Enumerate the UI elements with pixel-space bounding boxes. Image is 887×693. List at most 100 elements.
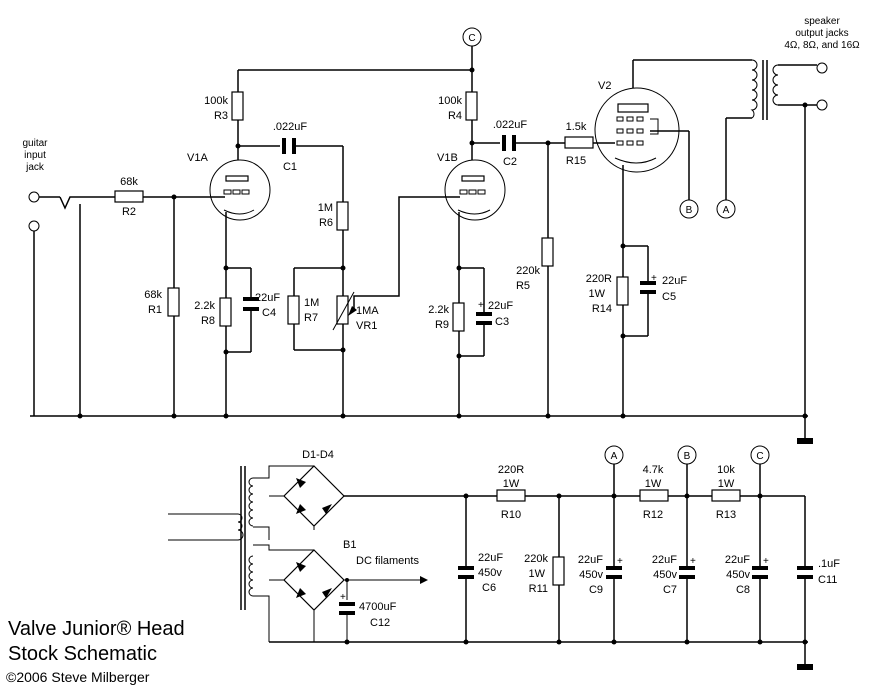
resistor-r9 — [452, 302, 465, 332]
svg-text:C3: C3 — [495, 316, 509, 328]
svg-text:1W: 1W — [589, 288, 606, 300]
svg-text:V2: V2 — [598, 80, 611, 92]
svg-text:1MA: 1MA — [356, 305, 379, 317]
svg-text:C5: C5 — [662, 291, 676, 303]
svg-text:R9: R9 — [435, 319, 449, 331]
schematic-subtitle: Stock Schematic — [8, 643, 157, 665]
svg-text:A: A — [723, 205, 730, 216]
svg-text:220R: 220R — [586, 273, 612, 285]
svg-text:R5: R5 — [516, 280, 530, 292]
svg-text:R4: R4 — [448, 110, 462, 122]
svg-text:+: + — [478, 300, 484, 311]
svg-text:A: A — [611, 451, 618, 462]
svg-text:jack: jack — [25, 162, 45, 173]
svg-text:C11: C11 — [818, 574, 837, 586]
svg-text:220R: 220R — [498, 464, 524, 476]
resistor-r12 — [639, 489, 669, 502]
svg-text:+: + — [763, 556, 769, 567]
svg-text:22uF: 22uF — [725, 554, 750, 566]
svg-text:R13: R13 — [716, 509, 736, 521]
resistor-r13 — [711, 489, 741, 502]
svg-text:+: + — [651, 273, 657, 284]
capacitor-c5 — [640, 281, 656, 285]
capacitor-c2 — [502, 135, 506, 151]
svg-text:R3: R3 — [214, 110, 228, 122]
component-labels: speaker output jacks 4Ω, 8Ω, and 16Ω gui… — [22, 16, 860, 629]
svg-text:R14: R14 — [592, 303, 612, 315]
svg-text:22uF: 22uF — [578, 554, 603, 566]
svg-text:B1: B1 — [343, 539, 356, 551]
resistor-r1 — [167, 287, 180, 317]
speaker-label: speaker — [804, 16, 840, 27]
resistor-r3 — [231, 91, 244, 121]
svg-text:+: + — [690, 556, 696, 567]
svg-text:C1: C1 — [283, 161, 297, 173]
svg-text:+: + — [340, 592, 346, 603]
resistor-r6 — [336, 201, 349, 231]
svg-text:B: B — [686, 205, 693, 216]
svg-text:22uF: 22uF — [652, 554, 677, 566]
svg-text:C6: C6 — [482, 582, 496, 594]
svg-text:1W: 1W — [718, 478, 735, 490]
capacitor-c7 — [679, 566, 695, 570]
schematic-title: Valve Junior® Head — [8, 618, 185, 640]
resistor-r8 — [219, 297, 232, 327]
capacitor-c4 — [243, 297, 259, 301]
resistor-r5 — [541, 237, 554, 267]
svg-text:22uF: 22uF — [662, 275, 687, 287]
capacitor-c1 — [282, 138, 286, 154]
svg-text:DC filaments: DC filaments — [356, 555, 419, 567]
svg-text:450v: 450v — [726, 569, 750, 581]
svg-text:C: C — [468, 33, 475, 44]
input-jack-sleeve[interactable] — [28, 220, 40, 232]
svg-text:22uF: 22uF — [255, 292, 280, 304]
tube-v1a — [209, 159, 271, 221]
svg-text:22uF: 22uF — [488, 300, 513, 312]
svg-text:450v: 450v — [653, 569, 677, 581]
svg-text:1W: 1W — [529, 568, 546, 580]
svg-text:10k: 10k — [717, 464, 735, 476]
svg-text:1W: 1W — [645, 478, 662, 490]
svg-text:4700uF: 4700uF — [359, 601, 397, 613]
jack-switch — [59, 196, 115, 210]
input-jack-tip[interactable] — [28, 191, 40, 203]
resistor-r10 — [496, 489, 526, 502]
svg-text:4.7k: 4.7k — [643, 464, 664, 476]
svg-text:R6: R6 — [319, 217, 333, 229]
svg-text:C7: C7 — [663, 584, 677, 596]
power-transformer-secondary — [248, 477, 254, 527]
svg-text:R8: R8 — [201, 315, 215, 327]
capacitor-c12 — [339, 602, 355, 606]
capacitor-c11 — [797, 566, 813, 570]
capacitor-c8 — [752, 566, 768, 570]
svg-text:68k: 68k — [144, 289, 162, 301]
guitar-input-label: guitar — [22, 138, 48, 149]
svg-text:.022uF: .022uF — [493, 119, 528, 131]
svg-text:C: C — [756, 451, 763, 462]
resistor-r11 — [552, 556, 565, 586]
svg-text:input: input — [24, 150, 46, 161]
svg-text:.1uF: .1uF — [818, 558, 840, 570]
output-transformer — [750, 59, 758, 119]
svg-text:+: + — [617, 556, 623, 567]
svg-text:D1-D4: D1-D4 — [302, 449, 334, 461]
resistor-r15 — [564, 136, 594, 149]
svg-text:C8: C8 — [736, 584, 750, 596]
bridge-rectifier-d1-d4 — [283, 465, 345, 527]
speaker-jack-ground[interactable] — [816, 99, 828, 111]
capacitor-c6 — [458, 566, 474, 570]
svg-text:C12: C12 — [370, 617, 390, 629]
svg-text:R7: R7 — [304, 312, 318, 324]
svg-text:220k: 220k — [524, 553, 548, 565]
capacitor-c9 — [606, 566, 622, 570]
speaker-jack-hot[interactable] — [816, 62, 828, 74]
copyright: ©2006 Steve Milberger — [6, 669, 150, 685]
resistor-r14 — [616, 276, 629, 306]
svg-text:4Ω, 8Ω, and 16Ω: 4Ω, 8Ω, and 16Ω — [784, 40, 860, 51]
svg-text:22uF: 22uF — [478, 552, 503, 564]
tube-v1b — [444, 159, 506, 221]
capacitor-c3 — [476, 312, 492, 316]
svg-text:1.5k: 1.5k — [566, 121, 587, 133]
svg-text:R2: R2 — [122, 206, 136, 218]
bridge-rectifier-b1 — [283, 549, 345, 611]
